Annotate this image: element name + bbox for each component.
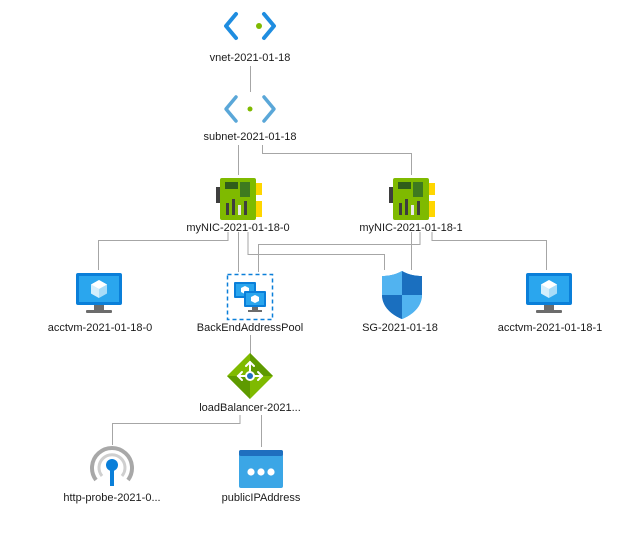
virtual-machine-icon	[76, 273, 122, 313]
node-http-probe[interactable]	[89, 446, 135, 486]
node-security-group[interactable]	[380, 270, 424, 320]
node-load-balancer[interactable]	[226, 352, 274, 400]
edge-subnet-nic1	[262, 145, 412, 175]
virtual-machine-icon	[526, 273, 572, 313]
subnet-icon	[224, 95, 276, 123]
network-security-group-icon	[382, 271, 422, 319]
label-subnet: subnet-2021-01-18	[203, 131, 297, 143]
edge-nic0-vm0	[98, 232, 229, 270]
node-nic-1[interactable]	[389, 177, 437, 221]
health-probe-icon	[90, 446, 134, 486]
network-interface-icon	[389, 178, 435, 220]
label-load-balancer: loadBalancer-2021...	[199, 402, 301, 414]
node-nic-0[interactable]	[216, 177, 264, 221]
label-security-group: SG-2021-01-18	[362, 322, 438, 334]
node-vnet[interactable]	[224, 10, 276, 42]
node-public-ip[interactable]	[238, 449, 284, 489]
network-interface-icon	[216, 178, 262, 220]
edge-nic0-nsg	[247, 232, 385, 270]
label-vm-0: acctvm-2021-01-18-0	[47, 322, 153, 334]
label-public-ip: publicIPAddress	[221, 492, 301, 504]
edge-nic1-pool	[258, 232, 421, 272]
public-ip-icon	[239, 450, 283, 488]
label-vnet: vnet-2021-01-18	[209, 52, 291, 64]
label-vm-1: acctvm-2021-01-18-1	[497, 322, 603, 334]
node-backend-pool[interactable]	[226, 273, 274, 321]
node-vm-1[interactable]	[525, 272, 573, 316]
virtual-network-icon	[224, 12, 276, 40]
load-balancer-icon	[227, 353, 273, 399]
edge-nic1-vm1	[431, 232, 547, 270]
label-nic-1: myNIC-2021-01-18-1	[359, 222, 463, 234]
label-backend-pool: BackEndAddressPool	[196, 322, 304, 334]
edge-lb-probe	[112, 415, 241, 445]
backend-pool-icon	[226, 273, 274, 321]
label-nic-0: myNIC-2021-01-18-0	[186, 222, 290, 234]
node-vm-0[interactable]	[75, 272, 123, 316]
node-subnet[interactable]	[224, 94, 276, 124]
label-http-probe: http-probe-2021-0...	[63, 492, 161, 504]
